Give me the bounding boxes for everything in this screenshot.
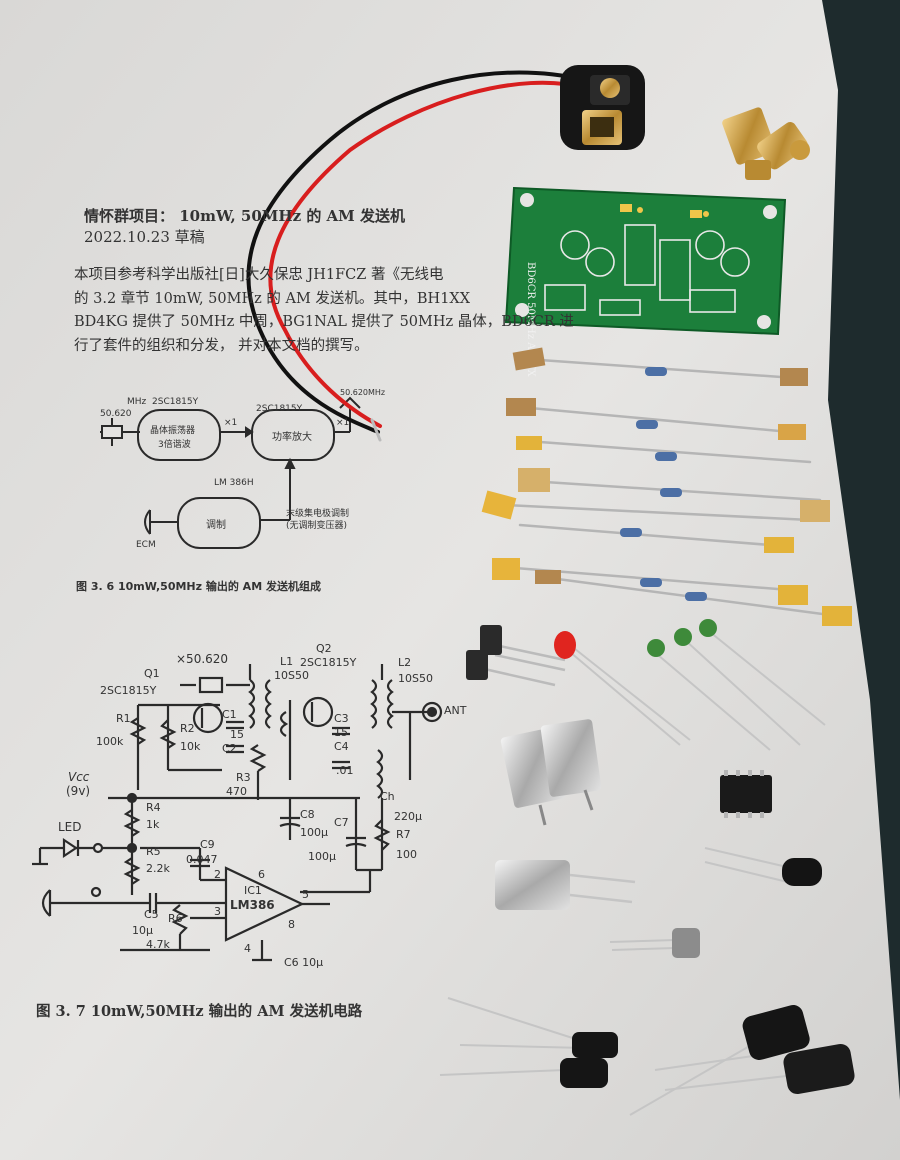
sc-c3-val: 15 bbox=[334, 726, 348, 739]
sc-q1: Q1 bbox=[144, 667, 160, 680]
sc-r7: R7 bbox=[396, 828, 411, 841]
sc-l1: L1 bbox=[280, 655, 294, 668]
rf-choke bbox=[704, 847, 822, 886]
sc-c8: C8 bbox=[300, 808, 315, 821]
sc-pin: 8 bbox=[288, 918, 295, 931]
bd-freq-value: 50.620 bbox=[100, 409, 132, 419]
amplifier-box bbox=[251, 409, 335, 461]
oscillator-box bbox=[137, 409, 221, 461]
sma-connector bbox=[722, 107, 810, 180]
sc-r4: R4 bbox=[146, 801, 161, 814]
sc-r3: R3 bbox=[236, 771, 251, 784]
sc-r2-val: 10k bbox=[180, 740, 201, 753]
doc-date: 2022.10.23 草稿 bbox=[84, 228, 205, 246]
sc-c5-val: 10μ bbox=[132, 924, 153, 937]
intro-line: BD4KG 提供了 50MHz 中周，BG1NAL 提供了 50MHz 晶体，B… bbox=[74, 314, 574, 330]
sc-r6: R6 bbox=[168, 912, 183, 925]
crystal bbox=[495, 860, 636, 910]
sc-c4-val: .01 bbox=[336, 764, 354, 777]
sc-c4: C4 bbox=[334, 740, 349, 753]
bd-collector-note: (无调制变压器) bbox=[286, 521, 348, 531]
bd-x1-a: ×1 bbox=[224, 418, 238, 428]
sc-r5-val: 2.2k bbox=[146, 862, 170, 875]
sc-xtal: ×50.620 bbox=[176, 652, 229, 666]
sc-r2: R2 bbox=[180, 722, 195, 735]
bd-modulator: 调制 bbox=[206, 520, 226, 531]
bd-collector: 末级集电极调制 bbox=[286, 509, 350, 519]
sc-ic1: IC1 bbox=[244, 884, 262, 897]
ecm-microphone bbox=[609, 928, 700, 958]
intro-line: 行了套件的组织和分发， 并对本文档的撰写。 bbox=[74, 338, 369, 354]
sc-pin: 6 bbox=[258, 868, 265, 881]
sc-c2: C2 bbox=[222, 742, 237, 755]
sc-pin: 2 bbox=[214, 868, 221, 881]
sc-l2-part: 10S50 bbox=[398, 672, 433, 685]
sc-c7-val: 100μ bbox=[308, 850, 336, 863]
sc-l1-part: 10S50 bbox=[274, 669, 309, 682]
intro-line: 的 3.2 章节 10mW, 50MHz 的 AM 发送机。其中，BH1XX bbox=[74, 291, 471, 307]
bd-oscillator: 晶体振荡器 bbox=[150, 426, 196, 436]
block-diagram bbox=[100, 396, 361, 549]
doc-title: 情怀群项目： 10mW, 50MHz 的 AM 发送机 bbox=[84, 207, 405, 225]
sc-l2: L2 bbox=[398, 656, 412, 669]
sc-c5: C5 bbox=[144, 908, 159, 921]
sc-c3: C3 bbox=[334, 712, 349, 725]
figure-caption-3-7: 图 3. 7 10mW,50MHz 输出的 AM 发送机电路 bbox=[36, 1003, 363, 1020]
bd-ecm: ECM bbox=[136, 540, 156, 550]
bd-ic: LM 386H bbox=[214, 478, 254, 488]
figure-caption-3-6: 图 3. 6 10mW,50MHz 输出的 AM 发送机组成 bbox=[76, 580, 321, 593]
sc-q2: Q2 bbox=[316, 642, 332, 655]
intro-line: 本项目参考科学出版社[日]大久保忠 JH1FCZ 著《无线电 bbox=[74, 267, 444, 283]
sc-vcc-val: (9v) bbox=[66, 784, 91, 798]
sc-r5: R5 bbox=[146, 845, 161, 858]
resistor-set bbox=[481, 347, 852, 626]
sc-ch-val: 220μ bbox=[394, 810, 422, 823]
pcb-label: BD6CR 50MHz AM TX bbox=[525, 262, 536, 378]
sc-led: LED bbox=[58, 820, 82, 834]
battery-snap bbox=[560, 65, 645, 150]
bd-amplifier: 功率放大 bbox=[272, 432, 312, 443]
sc-q2-part: 2SC1815Y bbox=[300, 656, 357, 669]
circuit-schematic bbox=[32, 664, 443, 962]
sc-q1-part: 2SC1815Y bbox=[100, 684, 157, 697]
if-transformers bbox=[500, 719, 602, 826]
sc-c8-val: 100μ bbox=[300, 826, 328, 839]
sc-ant: ANT bbox=[444, 704, 467, 717]
pcb-board: BD6CR 50MHz AM TX bbox=[504, 186, 787, 378]
sc-r6-val: 4.7k bbox=[146, 938, 170, 951]
battery-snap-wires bbox=[246, 70, 587, 442]
sc-ch: Ch bbox=[380, 790, 395, 803]
bd-freq-out: 50.620MHz bbox=[340, 388, 386, 397]
sc-c9-val: 0.047 bbox=[186, 853, 218, 866]
sc-pin: 5 bbox=[302, 888, 309, 901]
bd-harmonic: 3倍谐波 bbox=[158, 440, 191, 450]
lm386-chip bbox=[720, 770, 772, 818]
sc-c9: C9 bbox=[200, 838, 215, 851]
sc-r3-val: 470 bbox=[226, 785, 247, 798]
sc-pin: 4 bbox=[244, 942, 251, 955]
sc-vcc: Vcc bbox=[68, 770, 90, 784]
sc-r4-val: 1k bbox=[146, 818, 160, 831]
bd-freq-unit: MHz bbox=[127, 397, 147, 407]
bd-q2: 2SC1815Y bbox=[256, 404, 303, 414]
bd-q1: 2SC1815Y bbox=[152, 397, 199, 407]
sc-c6: C6 10μ bbox=[284, 956, 324, 969]
sc-c1-val: 15 bbox=[230, 728, 244, 741]
transistors-led bbox=[466, 619, 826, 751]
sc-c7: C7 bbox=[334, 816, 349, 829]
sc-pin: 3 bbox=[214, 905, 221, 918]
bd-x1-b: ×1 bbox=[336, 418, 350, 428]
sc-c1: C1 bbox=[222, 708, 237, 721]
sc-r7-val: 100 bbox=[396, 848, 417, 861]
sc-r1-val: 100k bbox=[96, 735, 124, 748]
sc-r1: R1 bbox=[116, 712, 131, 725]
sc-lm386: LM386 bbox=[230, 898, 275, 912]
electrolytic-capacitors bbox=[439, 997, 855, 1116]
